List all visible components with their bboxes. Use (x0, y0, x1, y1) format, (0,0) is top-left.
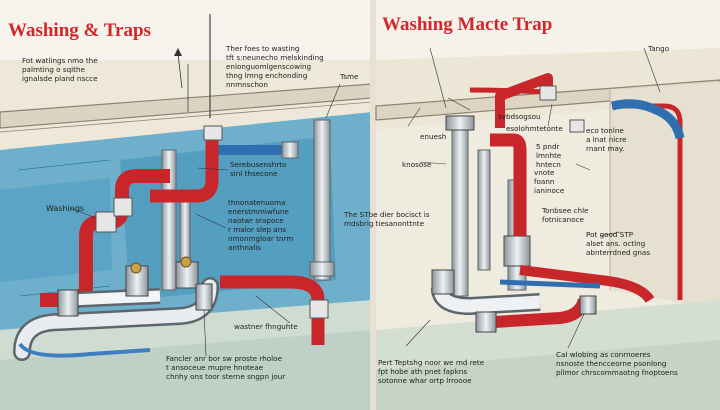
label-mid-center: thnonatenuoma enerstmmiwfune naotwr srap… (228, 198, 294, 252)
label-bottom-right: wastner fhnguhte (234, 322, 298, 331)
label-mid-upper: Serebusenshrto sinl thsecone (230, 160, 287, 178)
left-panel-scene (0, 14, 373, 410)
label-r9: Pot good STP alset ans. octlng abnterrdn… (586, 230, 651, 257)
label-top-left: Fot watlings nmo the palmting o sqithe i… (22, 56, 98, 83)
label-right-bottom-right: Cal wlobing as conrnoeres nsnoste thencc… (556, 350, 678, 377)
panel-divider (370, 0, 376, 410)
label-top-center: Ther foes to wasting tft s:neunecho mels… (226, 44, 324, 89)
left-panel-title: Washing & Traps (8, 20, 151, 41)
label-top-right: Tsme (340, 72, 359, 81)
label-right-bottom-left: Pert Teptshg noor we md rete fpt hobe at… (378, 358, 485, 385)
label-r4: enuesh (420, 132, 447, 141)
label-right-top: Tango (648, 44, 670, 53)
label-washings: Washings (46, 204, 85, 213)
right-panel-scene (375, 0, 720, 410)
label-r7: vnote foann ianinoce (534, 168, 565, 195)
center-note: The STbe dier bocisct is mdsbrig tiesano… (344, 210, 430, 228)
label-r6: knosose (402, 160, 432, 169)
label-bottom-center: Fancler anr bor sw proste rholoe t ansoc… (166, 354, 286, 381)
label-r5: 5 pndr lmnhte hntecn (536, 142, 562, 169)
label-r8: Tonbsee chle fotnicanoce (542, 206, 589, 224)
label-r3: eco tonlne a lnat nicre rnant may. (586, 126, 627, 153)
label-r1: svbdsogsou (498, 112, 541, 121)
right-panel-title: Washing Macte Trap (382, 14, 553, 35)
label-r2: esolohmtetonte (506, 124, 563, 133)
